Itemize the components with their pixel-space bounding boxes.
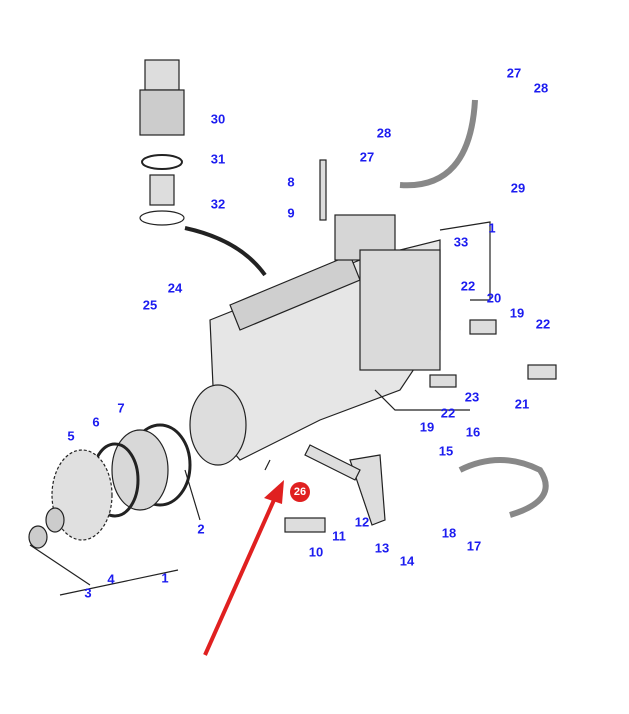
callout-14: 14	[399, 553, 415, 569]
callout-11: 11	[332, 528, 346, 544]
injector-top	[144, 59, 180, 91]
callout-12: 12	[354, 514, 370, 530]
callout-2: 2	[197, 521, 205, 537]
injector-body	[139, 89, 185, 136]
callout-8: 8	[287, 174, 295, 190]
callout-27: 27	[506, 65, 522, 81]
callout-1: 1	[488, 220, 496, 236]
callout-19: 19	[509, 305, 525, 321]
callout-31: 31	[210, 151, 226, 167]
red-arrow-head	[264, 480, 284, 504]
callout-16: 16	[465, 424, 481, 440]
callout-32: 32	[210, 196, 226, 212]
callout-25: 25	[142, 297, 158, 313]
callout-4: 4	[107, 571, 115, 587]
callout-1: 1	[161, 570, 169, 586]
callout-23: 23	[464, 389, 480, 405]
callout-10: 10	[308, 544, 324, 560]
callout-28: 28	[533, 80, 549, 96]
callout-27: 27	[359, 149, 375, 165]
callout-19: 19	[419, 419, 435, 435]
callout-29: 29	[510, 180, 526, 196]
callout-22: 22	[460, 278, 476, 294]
callout-17: 17	[466, 538, 482, 554]
callout-22: 22	[440, 405, 456, 421]
callout-13: 13	[374, 540, 390, 556]
callout-28: 28	[376, 125, 392, 141]
callout-20: 20	[486, 290, 502, 306]
callout-6: 6	[92, 414, 100, 430]
callout-3: 3	[84, 585, 92, 601]
callout-7: 7	[117, 400, 125, 416]
red-arrow-shaft	[203, 499, 276, 656]
callout-9: 9	[287, 205, 295, 221]
callout-22: 22	[535, 316, 551, 332]
callout-21: 21	[514, 396, 530, 412]
callout-15: 15	[438, 443, 454, 459]
highlighted-part-26-badge: 26	[290, 482, 310, 502]
callout-24: 24	[167, 280, 183, 296]
callout-18: 18	[441, 525, 457, 541]
callout-5: 5	[67, 428, 75, 444]
callout-33: 33	[453, 234, 469, 250]
callout-30: 30	[210, 111, 226, 127]
